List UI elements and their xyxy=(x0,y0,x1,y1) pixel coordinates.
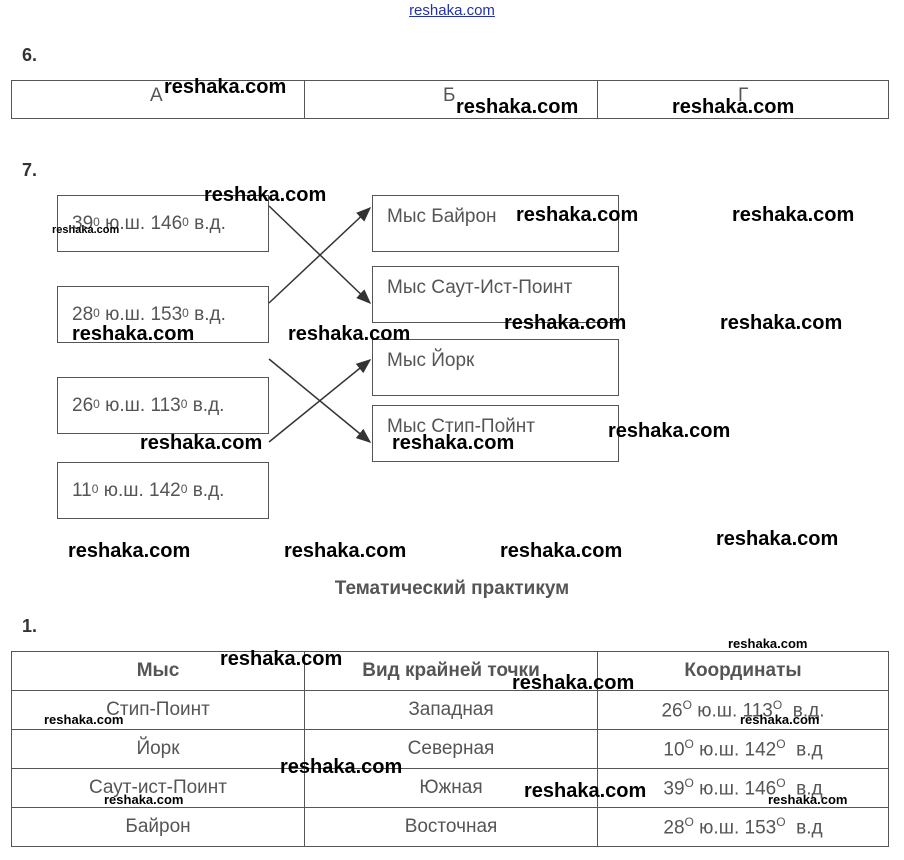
watermark: reshaka.com xyxy=(608,420,731,442)
watermark: reshaka.com xyxy=(68,540,191,562)
watermark: reshaka.com xyxy=(104,792,184,807)
watermark: reshaka.com xyxy=(500,540,623,562)
task6-cell-g: Г xyxy=(597,80,889,119)
watermark: reshaka.com xyxy=(220,648,343,670)
coord-cell: 10О ю.ш. 142О в.д xyxy=(597,729,889,769)
watermark: reshaka.com xyxy=(72,323,195,345)
watermark: reshaka.com xyxy=(768,792,848,807)
coord-cell: 28О ю.ш. 153О в.д xyxy=(597,807,889,847)
cape-box-steep-point: Мыс Стип-Пойнт xyxy=(372,405,619,462)
table-row: Стип-Поинт Западная 26О ю.ш. 113О в.д. xyxy=(11,690,889,730)
watermark: reshaka.com xyxy=(512,672,635,694)
watermark: reshaka.com xyxy=(672,96,795,118)
watermark: reshaka.com xyxy=(504,312,627,334)
cape-box-byron: Мыс Байрон xyxy=(372,195,619,252)
cape-box-york: Мыс Йорк xyxy=(372,339,619,396)
coord-cell: 26О ю.ш. 113О в.д. xyxy=(597,690,889,730)
task6-cell-a: А xyxy=(11,80,305,119)
capes-table: Мыс Вид крайней точки Координаты Стип-По… xyxy=(11,651,889,847)
kind-cell: Западная xyxy=(304,690,598,730)
header-cape: Мыс xyxy=(11,651,305,691)
section-title: Тематический практикум xyxy=(334,578,570,599)
table-row: Саут-ист-Поинт Южная 39О ю.ш. 146О в.д xyxy=(11,768,889,808)
watermark: reshaka.com xyxy=(284,540,407,562)
table-header-row: Мыс Вид крайней точки Координаты xyxy=(11,651,889,691)
header-coordinates: Координаты xyxy=(597,651,889,691)
watermark: reshaka.com xyxy=(732,204,855,226)
watermark: reshaka.com xyxy=(140,432,263,454)
arrow-28-to-byron xyxy=(268,206,372,304)
watermark: reshaka.com xyxy=(740,712,820,727)
watermark: reshaka.com xyxy=(720,312,843,334)
cape-cell: Байрон xyxy=(11,807,305,847)
watermark: reshaka.com xyxy=(716,528,839,550)
watermark: reshaka.com xyxy=(456,96,579,118)
watermark: reshaka.com xyxy=(204,184,327,206)
task6-number: 6. xyxy=(22,45,38,65)
cape-cell: Йорк xyxy=(11,729,305,769)
cape-box-south-east-point: Мыс Саут-Ист-Поинт xyxy=(372,266,619,323)
task7-number: 7. xyxy=(22,160,38,180)
watermark: reshaka.com xyxy=(524,780,647,802)
table-row: Байрон Восточная 28О ю.ш. 153О в.д xyxy=(11,807,889,847)
site-link[interactable]: reshaka.com xyxy=(409,2,495,19)
watermark: reshaka.com xyxy=(392,432,515,454)
watermark: reshaka.com xyxy=(44,712,124,727)
arrow-26-to-york xyxy=(268,359,372,443)
cape-cell: Саут-ист-Поинт xyxy=(11,768,305,808)
watermark: reshaka.com xyxy=(516,204,639,226)
kind-cell: Восточная xyxy=(304,807,598,847)
watermark: reshaka.com xyxy=(280,756,403,778)
watermark: reshaka.com xyxy=(728,636,808,651)
task1-number: 1. xyxy=(22,616,38,636)
watermark: reshaka.com xyxy=(52,224,120,236)
kind-cell: Южная xyxy=(304,768,598,808)
task6-cell-b: Б xyxy=(304,80,598,119)
table-row: Йорк Северная 10О ю.ш. 142О в.д xyxy=(11,729,889,769)
watermark: reshaka.com xyxy=(164,76,287,98)
cape-cell: Стип-Поинт xyxy=(11,690,305,730)
task6-answer-table: А Б Г xyxy=(11,80,889,119)
watermark: reshaka.com xyxy=(288,323,411,345)
header-kind: Вид крайней точки xyxy=(304,651,598,691)
